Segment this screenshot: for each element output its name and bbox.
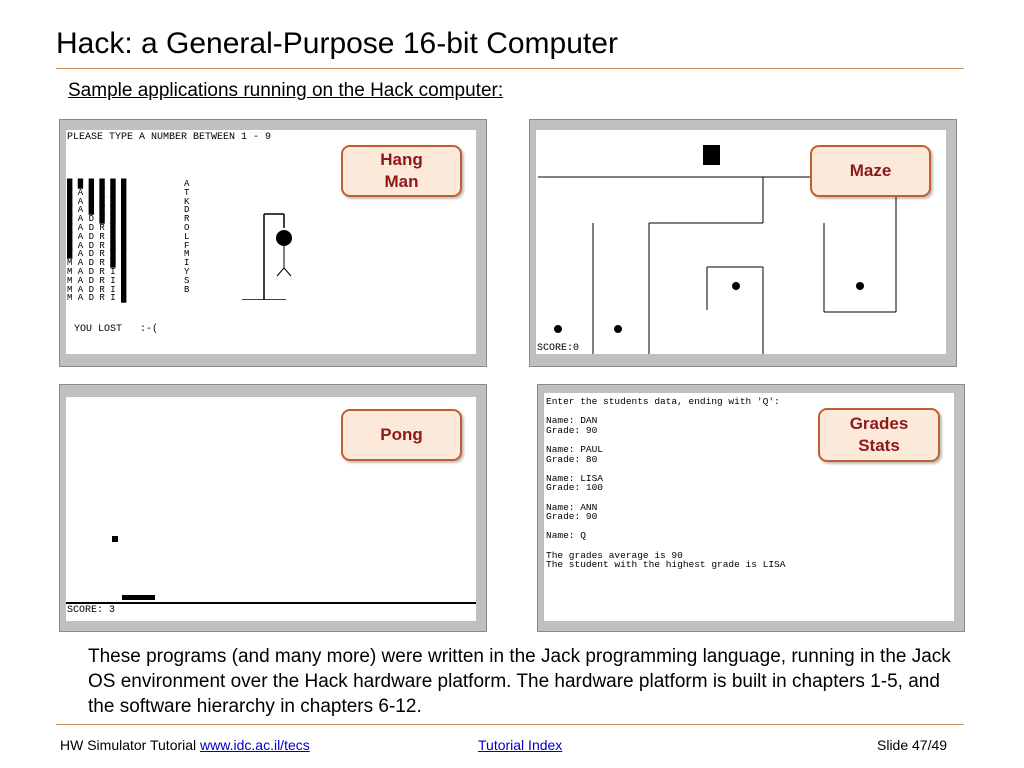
maze-walls [538,145,897,354]
hangman-row: █ A █ █ █ █ [67,196,127,207]
slide-title: Hack: a General-Purpose 16-bit Computer [56,27,618,60]
hangman-gallows [242,213,292,300]
callout-hangman: Hang Man [341,145,462,197]
grades-line: The student with the highest grade is LI… [546,559,786,571]
grades-line: The grades average is 90 [546,549,683,561]
hangman-letter: B [184,284,190,295]
hangman-letter: T [184,187,190,198]
grades-line: Grade: 100 [546,482,604,494]
grades-line: Name: ANN [546,501,598,513]
hangman-row: M A D R I █ [67,293,127,304]
callout-pong: Pong [341,409,462,461]
hangman-letter: L [184,231,190,242]
pong-score: SCORE: 3 [67,605,116,616]
grades-line: Name: Q [546,530,586,542]
slide-number: Slide 47/49 [877,737,948,753]
hangman-letter: F [184,240,190,251]
hangman-letter: Y [184,267,190,277]
pong-field [66,536,476,604]
hangman-letter: D [184,205,190,216]
maze-score: SCORE:0 [537,343,580,354]
hangman-row: █ A D █ █ █ [67,214,127,225]
grades-line: Grade: 90 [546,511,598,523]
hangman-row: M A D R I █ [67,284,127,295]
hangman-head [276,230,292,246]
grades-line: Grade: 90 [546,424,598,436]
footer-label: HW Simulator Tutorial [60,737,197,753]
callout-maze: Maze [810,145,931,197]
hangman-letter: O [184,223,190,233]
pong-screen: SCORE: 3 [59,384,487,632]
hangman-row: M A D R I █ [67,267,127,277]
hangman-result: YOU LOST :-( [74,324,159,335]
hangman-row: █ A █ █ █ █ [67,187,127,198]
hangman-letter: M [184,249,190,260]
footer-link-tutorial-index[interactable]: Tutorial Index [478,737,563,753]
grades-line: Grade: 80 [546,453,598,465]
footer-rule [56,724,964,725]
hangman-row: █ █ █ █ █ █ [67,179,127,189]
footer-link-website[interactable]: www.idc.ac.il/tecs [200,737,310,753]
title-rule [56,68,964,69]
grades-line: Name: PAUL [546,444,604,455]
hangman-row: █ A D R █ █ [67,231,127,242]
hangman-row: █ A D R █ █ [67,240,127,251]
footer-left: HW Simulator Tutorial www.idc.ac.il/tecs [60,737,310,753]
hangman-letter: R [184,214,190,225]
pong-paddle [122,595,155,600]
hangman-letter: K [184,196,190,207]
callout-grades: Grades Stats [818,408,940,462]
footer-center: Tutorial Index [478,737,562,753]
grades-line: Name: LISA [546,472,604,484]
description-paragraph: These programs (and many more) were writ… [88,646,951,717]
maze-player [703,145,720,165]
subtitle: Sample applications running on the Hack … [68,80,504,101]
hangman-letter: S [184,275,190,286]
hangman-letter: A [184,179,190,189]
hangman-letter: I [184,258,190,269]
hangman-row: M A D R █ █ [67,258,127,269]
hangman-prompt: PLEASE TYPE A NUMBER BETWEEN 1 - 9 [67,132,272,143]
grades-line: Enter the students data, ending with 'Q'… [546,396,780,407]
grades-line: Name: DAN [546,415,598,427]
pong-ball [112,536,118,542]
hangman-row: █ A D R █ █ [67,249,127,260]
hangman-row: █ A D R █ █ [67,223,127,233]
hangman-row: █ A █ █ █ █ [67,205,127,216]
hangman-row: M A D R I █ [67,275,127,286]
